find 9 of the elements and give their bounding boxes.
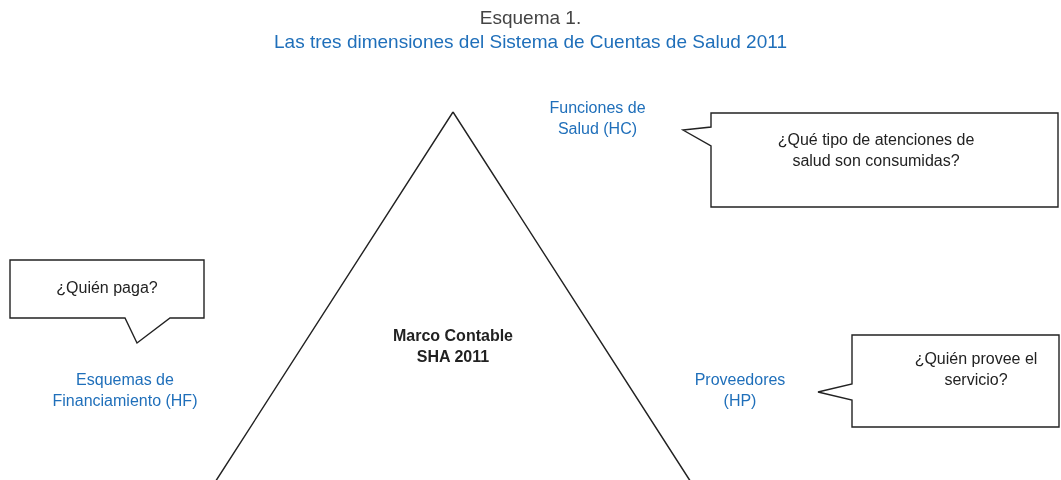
diagram-subtitle: Las tres dimensiones del Sistema de Cuentas de Salud 2011 [273, 30, 788, 54]
dimension-label: Esquemas de Financiamiento (HF) [51, 370, 199, 411]
triangle-label: Marco Contable SHA 2011 [392, 326, 514, 367]
bubble-text: ¿Quién paga? [55, 278, 159, 298]
bubble-text: ¿Qué tipo de atenciones de salud son consumidas? [776, 130, 976, 171]
bubble-text: ¿Quién provee el servicio? [913, 349, 1039, 390]
dimension-label: Funciones de Salud (HC) [548, 98, 647, 139]
dimension-label: Proveedores (HP) [693, 370, 787, 411]
diagram-title: Esquema 1. [478, 6, 583, 30]
